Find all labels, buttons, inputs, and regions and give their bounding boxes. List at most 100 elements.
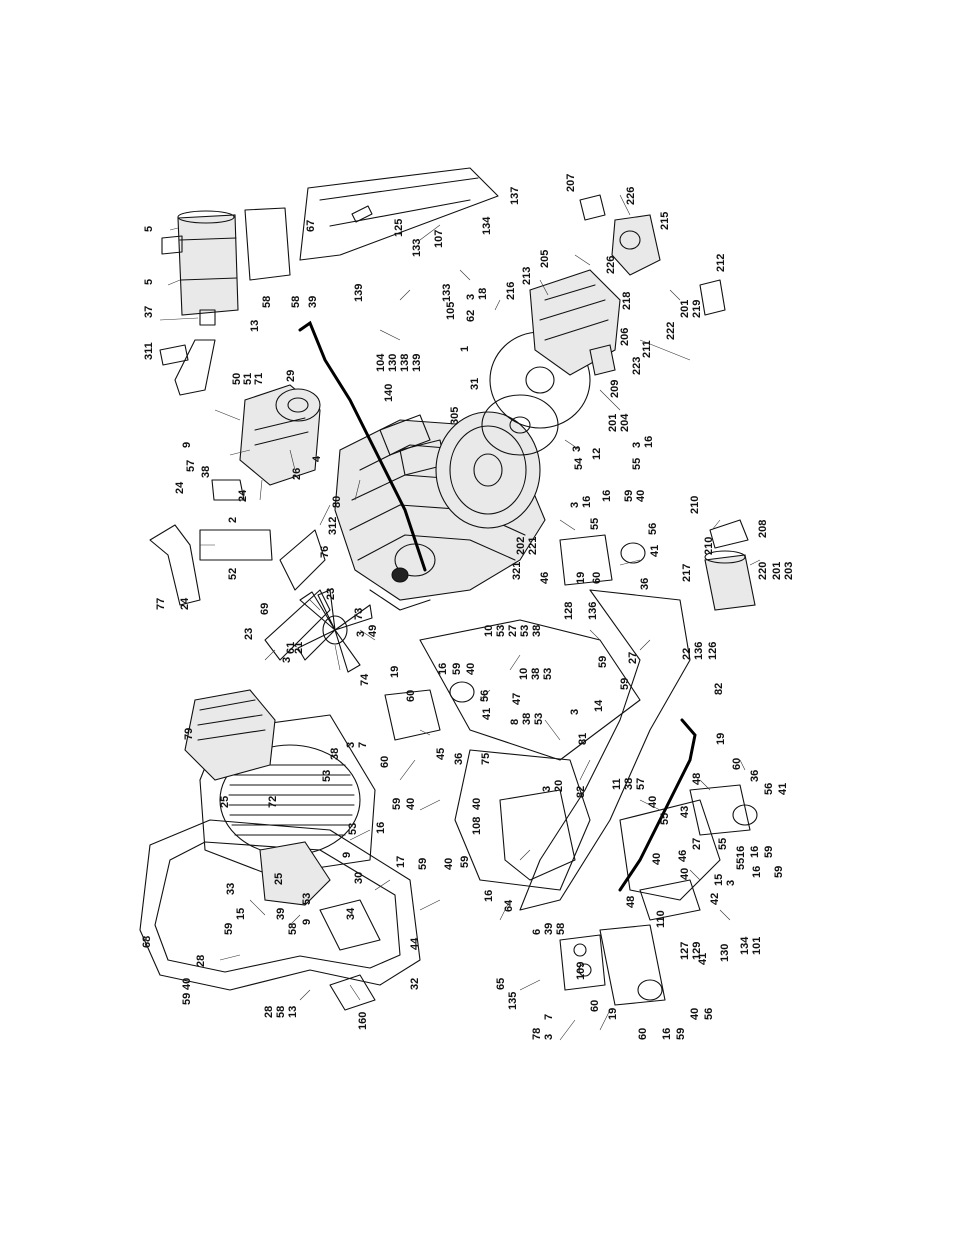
callout: 40 xyxy=(471,798,483,810)
callout: 78 xyxy=(531,1028,543,1040)
callout: 57 xyxy=(635,778,647,790)
callout: 311 xyxy=(143,342,155,360)
callout: 305 xyxy=(449,407,461,425)
callout: 30 xyxy=(353,872,365,884)
callout: 3 xyxy=(345,742,357,748)
callout: 38 xyxy=(329,748,341,760)
callout: 216 xyxy=(505,282,517,300)
callout: 136 xyxy=(587,602,599,620)
callout: 53 xyxy=(542,668,554,680)
callout: 56 xyxy=(703,1008,715,1020)
callout: 32 xyxy=(409,978,421,990)
callout: 60 xyxy=(591,572,603,584)
callout: 16 xyxy=(483,890,495,902)
callout: 2 xyxy=(227,517,239,523)
callout: 201 xyxy=(771,562,783,580)
callout: 57 xyxy=(185,460,197,472)
callout: 321 xyxy=(511,562,523,580)
callout: 58 xyxy=(275,1006,287,1018)
air-cleaner xyxy=(239,384,321,486)
callout: 40 xyxy=(689,1008,701,1020)
callout: 19 xyxy=(389,666,401,678)
callout: 138 xyxy=(399,354,411,372)
callout: 52 xyxy=(227,568,239,580)
callout: 59 xyxy=(451,663,463,675)
callout: 6 xyxy=(531,929,543,935)
callout: 210 xyxy=(689,496,701,514)
callout: 7 xyxy=(543,1014,555,1020)
callout: 110 xyxy=(655,910,667,928)
callout: 38 xyxy=(531,625,543,637)
callout: 60 xyxy=(637,1028,649,1040)
callout: 40 xyxy=(679,868,691,880)
callout: 58 xyxy=(555,923,567,935)
flywheel-and-pump xyxy=(481,194,726,456)
callout: 41 xyxy=(697,953,709,965)
callout: 59 xyxy=(417,858,429,870)
callout: 3 xyxy=(725,880,737,886)
callout: 226 xyxy=(625,187,637,205)
callout: 54 xyxy=(573,457,585,470)
callout: 11 xyxy=(611,778,623,790)
callout: 61 xyxy=(285,642,297,654)
callout: 212 xyxy=(715,254,727,272)
callout: 59 xyxy=(597,656,609,668)
callout: 38 xyxy=(521,713,533,725)
callout: 137 xyxy=(509,187,521,205)
callout: 40 xyxy=(181,978,193,990)
callout: 55 xyxy=(735,858,747,870)
starter-motor xyxy=(704,519,756,611)
callout: 60 xyxy=(379,756,391,768)
callout: 218 xyxy=(621,292,633,310)
callout: 222 xyxy=(665,322,677,340)
callout: 213 xyxy=(521,267,533,285)
callout: 12 xyxy=(591,448,603,460)
callout: 17 xyxy=(395,856,407,868)
callout: 58 xyxy=(290,296,302,308)
callout: 25 xyxy=(273,873,285,885)
callout: 23 xyxy=(325,588,337,600)
callout: 69 xyxy=(259,603,271,615)
callout: 81 xyxy=(577,733,589,745)
callout: 125 xyxy=(393,219,405,237)
callout: 28 xyxy=(195,955,207,967)
callout: 209 xyxy=(609,380,621,398)
callout: 107 xyxy=(433,230,445,248)
radiator-assembly xyxy=(139,689,421,1011)
frame-break-lines xyxy=(298,320,697,892)
callout: 56 xyxy=(647,523,659,535)
callout: 130 xyxy=(719,944,731,962)
callout: 62 xyxy=(465,310,477,322)
callout: 16 xyxy=(735,846,747,858)
engine-mounts xyxy=(384,534,758,1006)
callout: 42 xyxy=(709,893,721,905)
callout: 220 xyxy=(757,562,769,580)
callout: 24 xyxy=(237,489,249,502)
callout: 105 xyxy=(445,302,457,320)
callout-labels: 5 5 37 311 50 51 71 13 58 58 39 67 29 9 … xyxy=(141,174,795,1040)
callout: 50 xyxy=(231,373,243,385)
callout: 130 xyxy=(387,354,399,372)
callout: 31 xyxy=(469,378,481,390)
callout: 67 xyxy=(305,220,317,232)
callout: 3 xyxy=(355,631,367,637)
callout: 3 xyxy=(569,709,581,715)
callout: 104 xyxy=(375,353,387,372)
callout: 77 xyxy=(155,598,167,610)
callout: 37 xyxy=(143,306,155,318)
callout: 13 xyxy=(249,320,261,332)
callout: 39 xyxy=(307,296,319,308)
callout: 60 xyxy=(589,1000,601,1012)
callout: 58 xyxy=(287,923,299,935)
callout: 25 xyxy=(219,796,231,808)
callout: 16 xyxy=(751,866,763,878)
callout: 53 xyxy=(533,713,545,725)
callout: 48 xyxy=(625,896,637,908)
callout: 128 xyxy=(563,602,575,620)
callout: 26 xyxy=(291,468,303,480)
callout: 19 xyxy=(607,1008,619,1020)
callout: 51 xyxy=(242,373,254,385)
callout: 40 xyxy=(443,858,455,870)
callout: 9 xyxy=(181,442,193,448)
callout: 27 xyxy=(507,625,519,637)
